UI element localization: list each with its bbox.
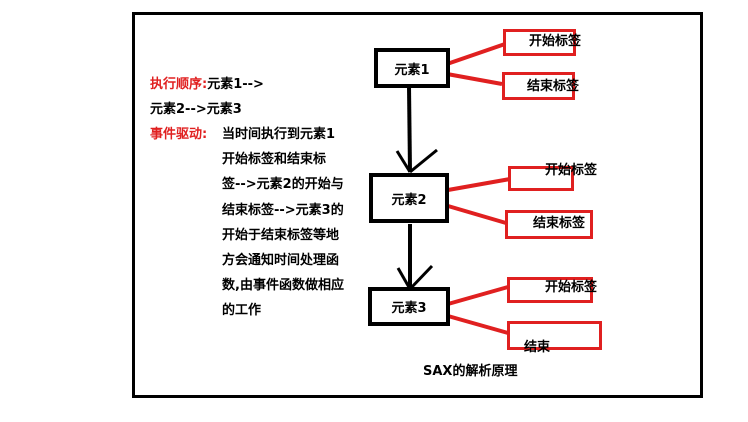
- event-driven-label: 事件驱动:: [150, 127, 208, 142]
- element1-label: 元素1: [394, 62, 430, 78]
- execution-order-line2: 元素2-->元素3: [150, 102, 242, 117]
- element1-node: 元素1: [374, 48, 450, 88]
- execution-order-line1: 执行顺序:元素1-->: [150, 73, 264, 97]
- element1-start-tag-label: 开始标签: [529, 34, 582, 49]
- event-driven-line-2: 开始标签和结束标: [222, 152, 327, 167]
- connector-e2-end: [447, 204, 507, 225]
- connector-e3-start: [447, 285, 509, 306]
- element1-end-tag-box: [502, 72, 575, 100]
- event-driven-line-7: 数,由事件函数做相应: [222, 278, 344, 293]
- event-driven-line-1: 当时间执行到元素1: [222, 127, 336, 142]
- element2-label: 元素2: [391, 192, 427, 208]
- element1-start-tag-box: [503, 29, 576, 56]
- element3-end-tag-label: 结束: [524, 340, 551, 355]
- element2-end-tag-label: 结束标签: [533, 216, 586, 231]
- flow-arrow-1-to-2: [395, 85, 438, 174]
- connector-e2-start: [447, 177, 511, 192]
- connector-e1-start: [446, 42, 506, 66]
- tag-connectors: [446, 42, 511, 335]
- flow-arrow-2-to-3: [396, 224, 434, 291]
- event-driven-line-4: 结束标签-->元素3的: [222, 203, 344, 218]
- element3-start-tag-box: [507, 277, 593, 303]
- element3-label: 元素3: [391, 301, 427, 316]
- event-driven-line-3: 签-->元素2的开始与: [222, 177, 344, 192]
- diagram-frame: [132, 12, 703, 398]
- element2-start-tag-label: 开始标签: [545, 163, 598, 178]
- element3-end-tag-box: [507, 321, 602, 350]
- element1-end-tag-label: 结束标签: [527, 79, 580, 94]
- event-driven-line-6: 方会通知时间处理函: [222, 253, 340, 268]
- event-driven-line-5: 开始于结束标签等地: [222, 228, 340, 243]
- connector-e1-end: [446, 72, 503, 86]
- connector-e3-end: [447, 314, 509, 335]
- element3-start-tag-label: 开始标签: [545, 280, 598, 295]
- element2-node: 元素2: [369, 173, 449, 223]
- event-driven-line-8: 的工作: [222, 303, 262, 318]
- element3-node: 元素3: [368, 287, 450, 326]
- element2-end-tag-box: [505, 210, 593, 239]
- execution-order-label: 执行顺序:: [150, 77, 208, 92]
- execution-order-text1: 元素1-->: [207, 77, 264, 92]
- diagram-caption: SAX的解析原理: [423, 364, 518, 379]
- element2-start-tag-box: [508, 166, 574, 191]
